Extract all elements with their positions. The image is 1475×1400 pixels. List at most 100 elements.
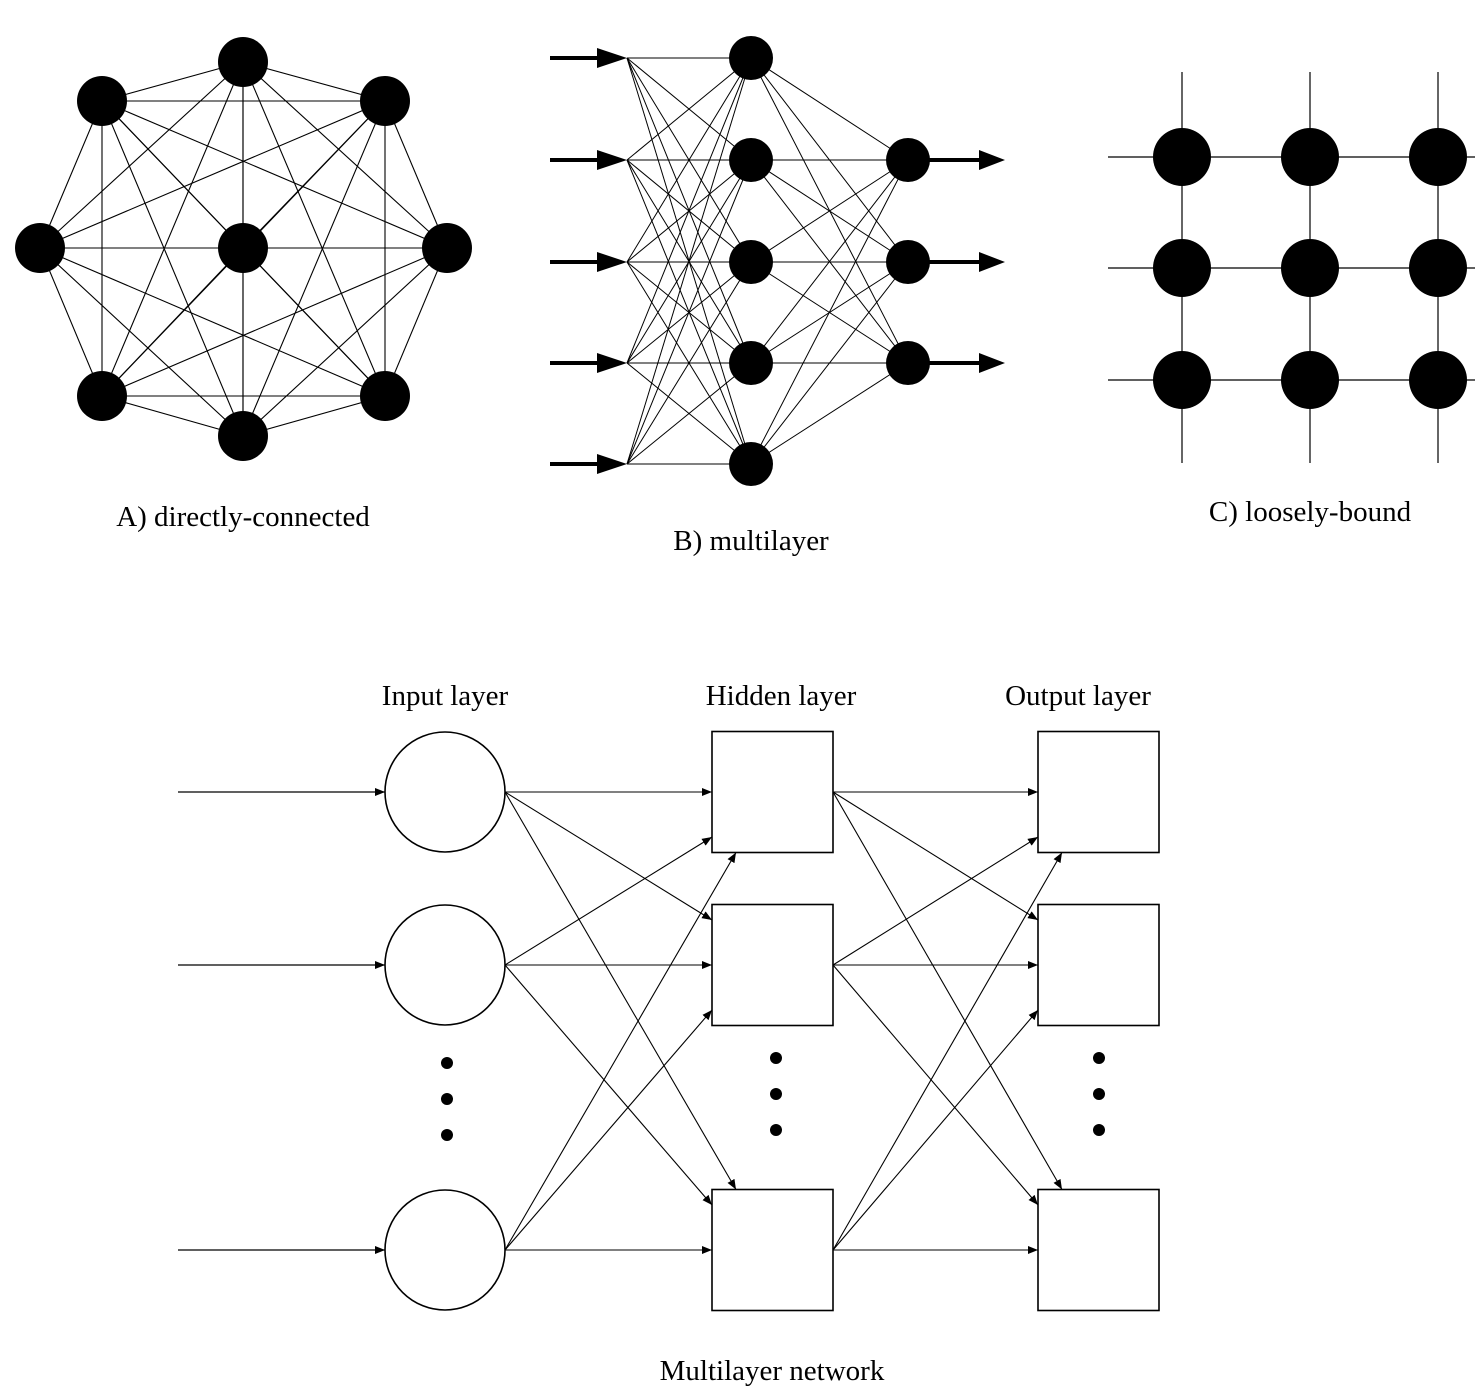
edge-b-hidden-out bbox=[750, 57, 909, 161]
input-ellipsis-dots bbox=[441, 1093, 453, 1105]
input-neuron bbox=[384, 904, 506, 1026]
panel-a-directly-connected bbox=[15, 37, 472, 461]
node-b-hidden bbox=[729, 36, 773, 80]
edge-b-in-hidden bbox=[626, 261, 752, 465]
caption-directly-connected: A) directly-connected bbox=[116, 501, 370, 533]
input-arrowhead-b bbox=[597, 252, 627, 272]
node-c bbox=[1281, 351, 1339, 409]
connection-input-hidden bbox=[504, 791, 713, 921]
panel-c-loosely-bound bbox=[1108, 72, 1475, 463]
edge-a bbox=[384, 100, 448, 249]
output-ellipsis-dots bbox=[1093, 1088, 1105, 1100]
edge-a bbox=[101, 61, 244, 397]
output-neuron bbox=[1037, 730, 1160, 854]
node-c bbox=[1153, 239, 1211, 297]
node-b-output bbox=[886, 341, 930, 385]
output-arrowhead-b bbox=[979, 252, 1005, 272]
caption-multilayer: B) multilayer bbox=[673, 525, 829, 557]
output-neuron bbox=[1037, 903, 1160, 1027]
input-ellipsis-dots bbox=[441, 1057, 453, 1069]
node-c bbox=[1281, 239, 1339, 297]
input-arrowhead-b bbox=[597, 48, 627, 68]
input-layer-label: Input layer bbox=[382, 680, 509, 712]
connection-input-hidden bbox=[504, 1009, 713, 1251]
node-b-hidden bbox=[729, 138, 773, 182]
connection-hidden-output bbox=[832, 791, 1063, 1190]
caption-loosely-bound: C) loosely-bound bbox=[1209, 496, 1412, 528]
output-arrowhead-b bbox=[979, 150, 1005, 170]
connection-hidden-output bbox=[832, 791, 1039, 921]
input-ellipsis-dots bbox=[441, 1129, 453, 1141]
node-a bbox=[218, 223, 268, 273]
node-a bbox=[218, 411, 268, 461]
hidden-neuron bbox=[711, 1188, 834, 1312]
edge-a bbox=[39, 247, 386, 397]
output-ellipsis-dots bbox=[1093, 1052, 1105, 1064]
node-c bbox=[1409, 239, 1467, 297]
node-b-output bbox=[886, 240, 930, 284]
edge-b-in-hidden bbox=[626, 57, 752, 263]
connection-input-hidden bbox=[504, 836, 713, 966]
output-ellipsis-dots bbox=[1093, 1124, 1105, 1136]
edge-a bbox=[242, 247, 448, 437]
output-arrowhead-b bbox=[979, 353, 1005, 373]
edge-b-hidden-out bbox=[750, 261, 909, 465]
node-c bbox=[1409, 128, 1467, 186]
edge-a bbox=[242, 61, 448, 249]
node-c bbox=[1153, 128, 1211, 186]
node-a bbox=[15, 223, 65, 273]
connection-hidden-output bbox=[832, 1009, 1039, 1251]
edge-a bbox=[101, 247, 448, 397]
connection-input-hidden bbox=[504, 852, 737, 1251]
node-b-hidden bbox=[729, 442, 773, 486]
input-arrowhead-b bbox=[597, 454, 627, 474]
edge-a bbox=[242, 247, 386, 397]
edge-b-in-hidden bbox=[626, 362, 752, 465]
connection-input-hidden bbox=[504, 791, 737, 1190]
edge-b-hidden-out bbox=[750, 159, 909, 465]
input-neuron bbox=[384, 1189, 506, 1311]
edge-b-hidden-out bbox=[750, 159, 909, 263]
connection-hidden-output bbox=[832, 836, 1039, 966]
edge-a bbox=[39, 247, 103, 397]
edge-a bbox=[39, 247, 244, 437]
node-a bbox=[360, 76, 410, 126]
hidden-neuron bbox=[711, 730, 834, 854]
edge-a bbox=[242, 100, 386, 437]
input-arrowhead-b bbox=[597, 150, 627, 170]
edge-a bbox=[101, 100, 448, 249]
hidden-ellipsis-dots bbox=[770, 1052, 782, 1064]
hidden-layer-label: Hidden layer bbox=[706, 680, 857, 712]
edge-b-hidden-out bbox=[750, 159, 909, 364]
node-b-output bbox=[886, 138, 930, 182]
node-c bbox=[1409, 351, 1467, 409]
edge-b-in-hidden bbox=[626, 159, 752, 465]
edge-a bbox=[39, 61, 244, 249]
node-a bbox=[77, 76, 127, 126]
connection-hidden-output bbox=[832, 964, 1039, 1206]
output-neuron bbox=[1037, 1188, 1160, 1312]
panel-b-multilayer bbox=[550, 36, 1005, 486]
edge-a bbox=[101, 247, 244, 397]
connection-input-hidden bbox=[504, 964, 713, 1206]
edge-a bbox=[242, 61, 386, 397]
edge-a bbox=[384, 247, 448, 397]
node-a bbox=[218, 37, 268, 87]
connection-hidden-output bbox=[832, 852, 1063, 1251]
edge-b-hidden-out bbox=[750, 362, 909, 465]
node-a bbox=[77, 371, 127, 421]
edge-a bbox=[39, 100, 103, 249]
edge-a bbox=[39, 100, 386, 249]
hidden-neuron bbox=[711, 903, 834, 1027]
edge-b-in-hidden bbox=[626, 57, 752, 364]
node-c bbox=[1281, 128, 1339, 186]
edge-b-in-hidden bbox=[626, 57, 752, 465]
edge-a bbox=[101, 100, 244, 437]
node-b-hidden bbox=[729, 341, 773, 385]
input-arrowhead-b bbox=[597, 353, 627, 373]
node-a bbox=[360, 371, 410, 421]
output-layer-label: Output layer bbox=[1005, 680, 1151, 712]
multilayer-network-caption: Multilayer network bbox=[660, 1355, 885, 1387]
node-c bbox=[1153, 351, 1211, 409]
